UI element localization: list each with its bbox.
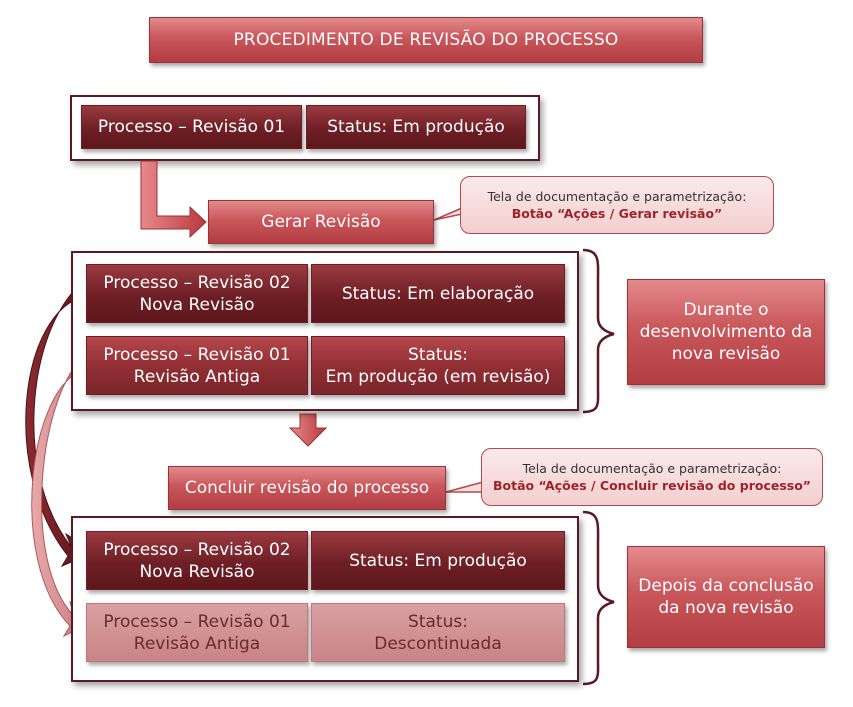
box-process-rev01-initial: Processo – Revisão 01 [81,105,302,149]
box-status-descontinuada: Status: Descontinuada [311,603,565,662]
curved-arrow-revisao-antiga [31,353,97,638]
note-concluir-line1: Tela de documentação e parametrização: [522,461,782,476]
box-process-rev01-durante: Processo – Revisão 01 Revisão Antiga [86,336,308,395]
note-tail-concluir [445,481,484,493]
box-status-initial: Status: Em produção [306,105,526,149]
diagram-title: PROCEDIMENTO DE REVISÃO DO PROCESSO [149,17,703,63]
note-gerar-line1: Tela de documentação e parametrização: [487,189,747,204]
note-gerar-line2: Botão “Ações / Gerar revisão” [511,206,723,221]
label-depois: Depois da conclusão da nova revisão [627,546,825,648]
curved-arrow-nova-revisao [25,279,96,568]
box-status-em-producao: Status: Em produção [311,531,565,590]
box-process-rev02-durante: Processo – Revisão 02 Nova Revisão [86,264,308,323]
box-status-elaboracao: Status: Em elaboração [311,264,565,323]
box-process-rev01-depois: Processo – Revisão 01 Revisão Antiga [86,603,308,662]
note-concluir-revisao: Tela de documentação e parametrização: B… [481,448,823,506]
concluir-revisao-button: Concluir revisão do processo [168,466,446,510]
note-tail-gerar [433,206,463,221]
brace-depois [582,510,615,686]
brace-durante [582,248,615,414]
arrow-to-gerar [140,160,207,239]
arrow-down-concluir [288,413,328,447]
gerar-revisao-button: Gerar Revisão [208,200,434,244]
label-durante: Durante o desenvolvimento da nova revisã… [627,279,825,385]
box-status-em-revisao: Status: Em produção (em revisão) [311,336,565,395]
note-concluir-line2: Botão “Ações / Concluir revisão do proce… [492,478,812,493]
box-process-rev02-depois: Processo – Revisão 02 Nova Revisão [86,531,308,590]
note-gerar-revisao: Tela de documentação e parametrização: B… [460,176,774,234]
